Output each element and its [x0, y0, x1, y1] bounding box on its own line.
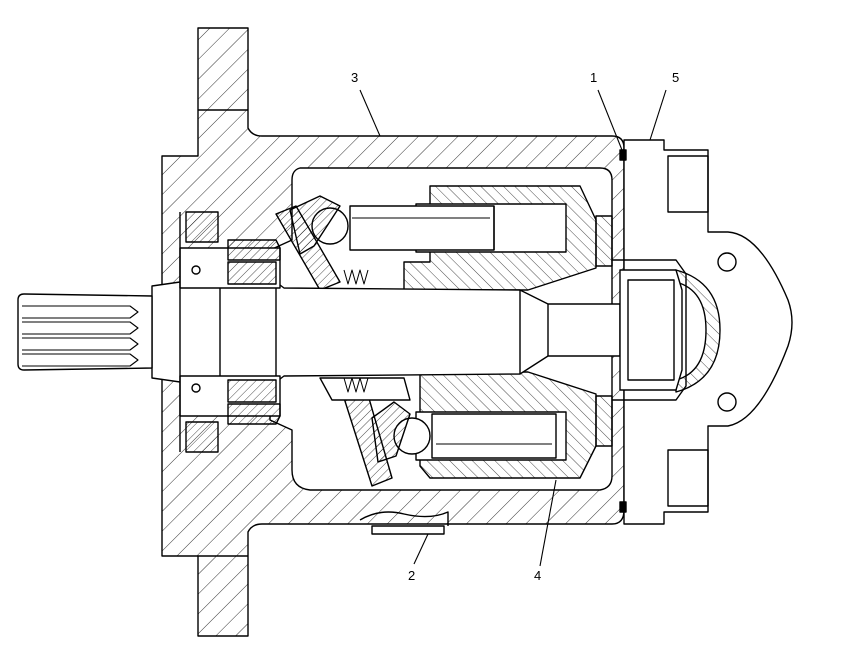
callout-1: 1: [590, 70, 597, 85]
callout-3: 3: [351, 70, 358, 85]
splined-shaft-end: [17, 293, 153, 371]
swash-plate: [275, 205, 341, 291]
piston-top: [349, 205, 495, 251]
drain-plug: [371, 525, 445, 535]
bolt-hole-bottom: [717, 392, 737, 412]
rear-bearing-roller: [627, 279, 675, 381]
shaft-seal-bottom: [185, 421, 219, 453]
spring-top: [343, 269, 369, 285]
end-cover-port-bottom: [667, 449, 709, 507]
callout-4: 4: [534, 568, 541, 583]
front-bearing-race-top: [227, 239, 281, 261]
spline-teeth: [22, 305, 139, 367]
o-ring-top: [619, 149, 627, 161]
spring-bottom: [343, 377, 369, 393]
end-cover-boss-inner: [612, 259, 687, 401]
bearing-ball-bottom: [191, 383, 201, 393]
bearing-ball-top: [191, 265, 201, 275]
end-cover-port-top: [667, 155, 709, 213]
leader-lines: [359, 89, 667, 567]
drive-shaft: [151, 281, 621, 383]
end-cover-boss: [675, 269, 721, 393]
bearing-roller-top: [227, 261, 277, 285]
rear-bearing: [619, 269, 683, 391]
drain-boss: [359, 511, 449, 526]
bolt-hole-top: [717, 252, 737, 272]
bearing-roller-bottom: [227, 379, 277, 403]
front-bearing-race-bottom: [227, 403, 281, 425]
shaft-seal-top: [185, 211, 219, 243]
o-ring-bottom: [619, 501, 627, 513]
cylinder-block: [403, 185, 597, 479]
piston-bottom: [431, 413, 557, 459]
callout-5: 5: [672, 70, 679, 85]
callout-2: 2: [408, 568, 415, 583]
